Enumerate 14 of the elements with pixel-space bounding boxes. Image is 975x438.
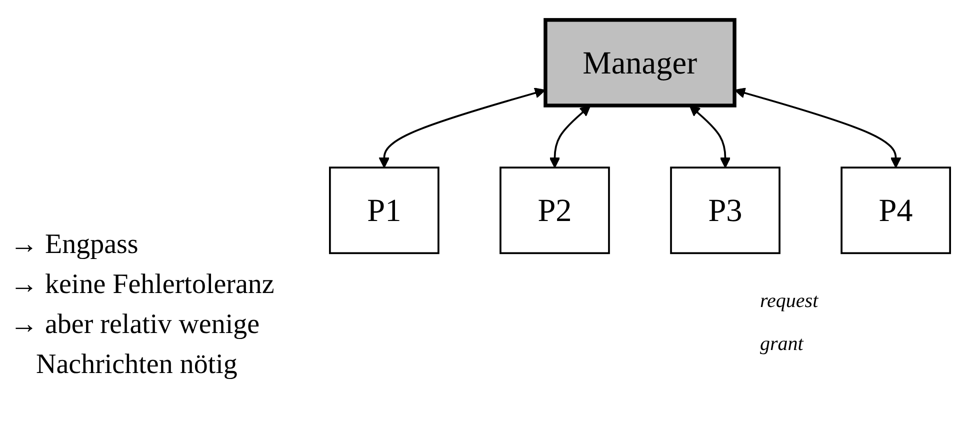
bullet-note: → Engpass [10, 228, 140, 262]
node-box: Manager [544, 18, 736, 108]
node-box: P4 [840, 166, 951, 254]
arrow [734, 88, 902, 168]
arrow [549, 105, 591, 168]
node-box: P1 [329, 166, 440, 254]
node-box: P2 [500, 166, 610, 254]
bullet-note: → aber relativ wenige Nachrichten nötig [10, 308, 261, 382]
bullet-note: → keine Fehlertoleranz [10, 268, 276, 302]
arrow [378, 88, 546, 168]
side-note: request [760, 290, 818, 313]
side-note: grant [760, 333, 805, 356]
arrow [689, 105, 731, 168]
node-box: P3 [670, 166, 780, 254]
